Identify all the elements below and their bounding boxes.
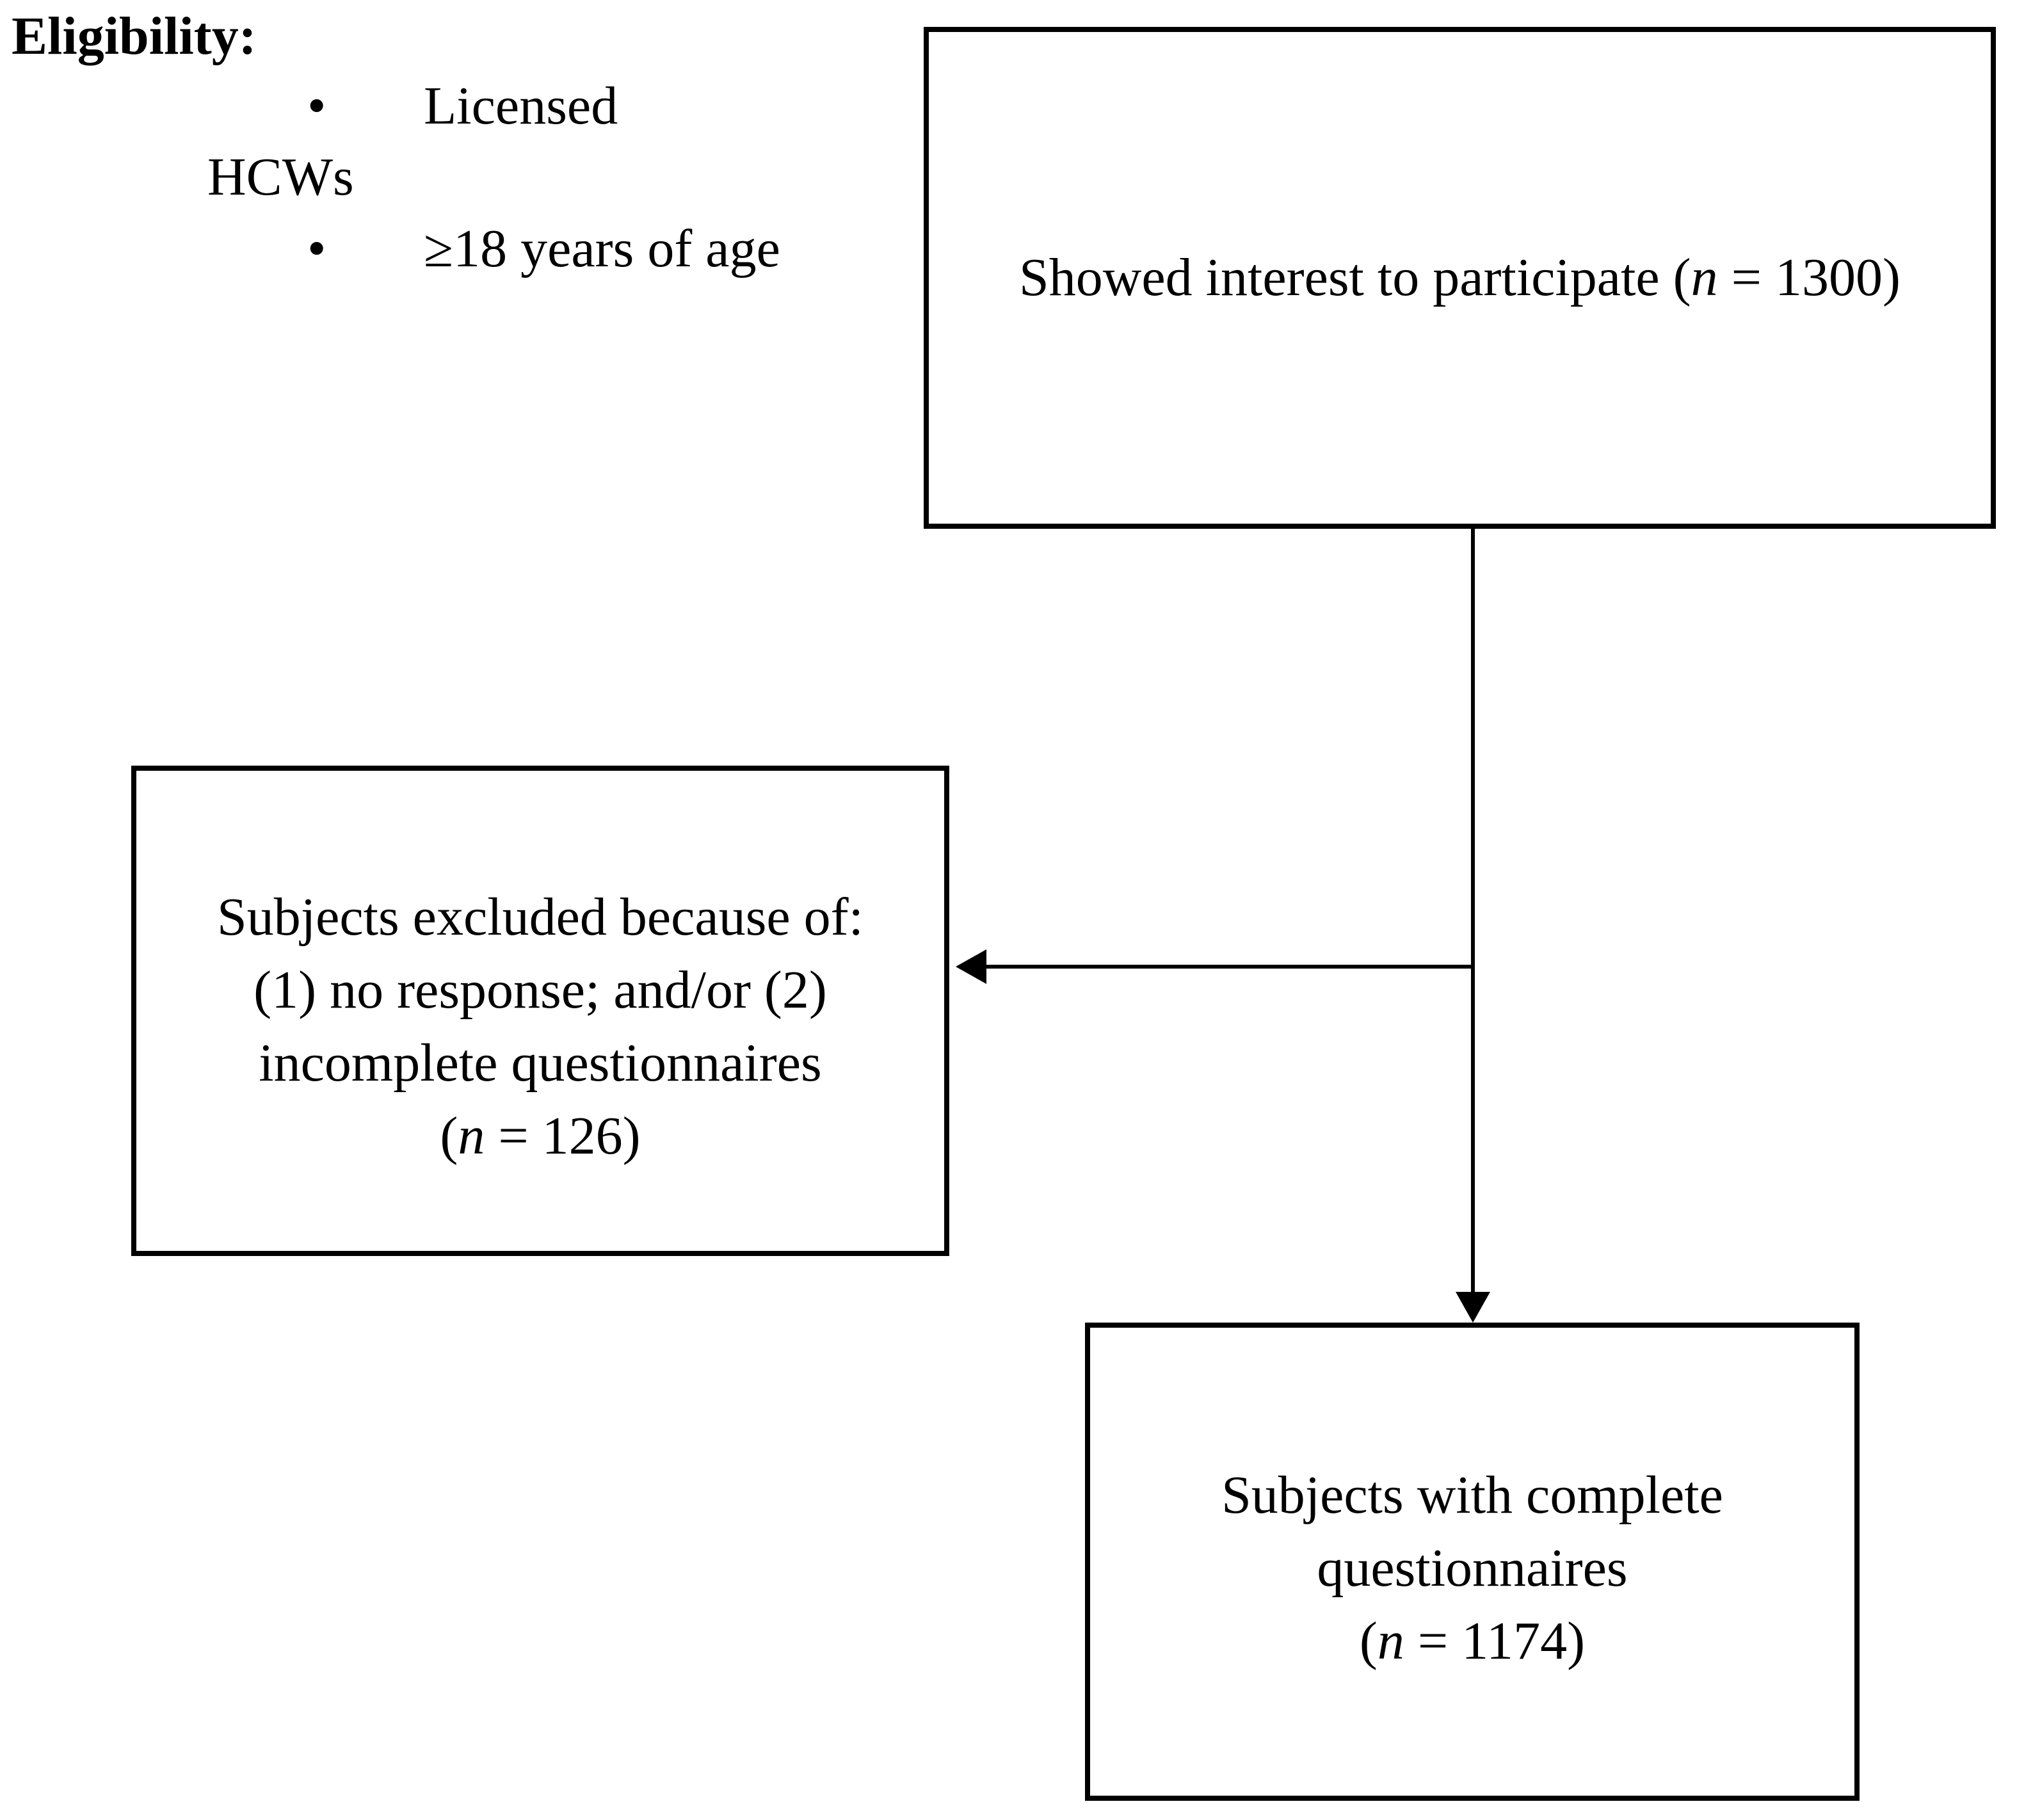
bullet-dot-icon: • <box>307 219 326 278</box>
n-variable: n <box>458 1106 485 1166</box>
excluded-n-line: (n = 126) <box>440 1100 640 1173</box>
label-text: ( <box>1359 1611 1378 1671</box>
eligibility-item-1-label: Licensed <box>424 76 618 136</box>
n-variable: n <box>1377 1611 1404 1671</box>
bullet-dot-icon: • <box>307 76 326 136</box>
n-value-text: = 126) <box>485 1106 641 1166</box>
arrowhead-left-icon <box>956 949 986 984</box>
excluded-line-3: incomplete questionnaires <box>259 1033 822 1093</box>
label-text: ( <box>440 1106 458 1166</box>
complete-line-1: Subjects with complete <box>1221 1465 1723 1525</box>
n-value-text: = 1300) <box>1717 248 1901 307</box>
connector-vertical-line <box>1471 529 1475 1294</box>
excluded-line-1: Subjects excluded because of: <box>217 887 864 947</box>
excluded-line-2: (1) no response; and/or (2) <box>253 960 827 1020</box>
eligibility-item-2-label: ≥18 years of age <box>424 219 780 278</box>
eligibility-bullet-item-2: • ≥18 years of age <box>307 213 780 286</box>
eligibility-bullet-item-1: • Licensed <box>307 70 618 143</box>
label-text: Showed interest to participate ( <box>1018 248 1691 307</box>
box-subjects-excluded: Subjects excluded because of: (1) no res… <box>131 766 949 1256</box>
box-subjects-complete: Subjects with complete questionnaires (n… <box>1085 1323 1860 1801</box>
eligibility-heading: Eligibility: <box>12 6 257 66</box>
eligibility-item-1-wrapped-label: HCWs <box>207 147 354 207</box>
box-showed-interest-label: Showed interest to participate (n = 1300… <box>1019 241 1900 314</box>
box-showed-interest: Showed interest to participate (n = 1300… <box>924 27 1996 529</box>
arrowhead-down-icon <box>1456 1292 1490 1323</box>
complete-line-2: questionnaires <box>1317 1538 1628 1598</box>
connector-horizontal-line <box>983 965 1473 969</box>
n-variable: n <box>1691 248 1718 307</box>
complete-n-line: (n = 1174) <box>1360 1605 1585 1678</box>
n-value-text: = 1174) <box>1404 1611 1586 1671</box>
